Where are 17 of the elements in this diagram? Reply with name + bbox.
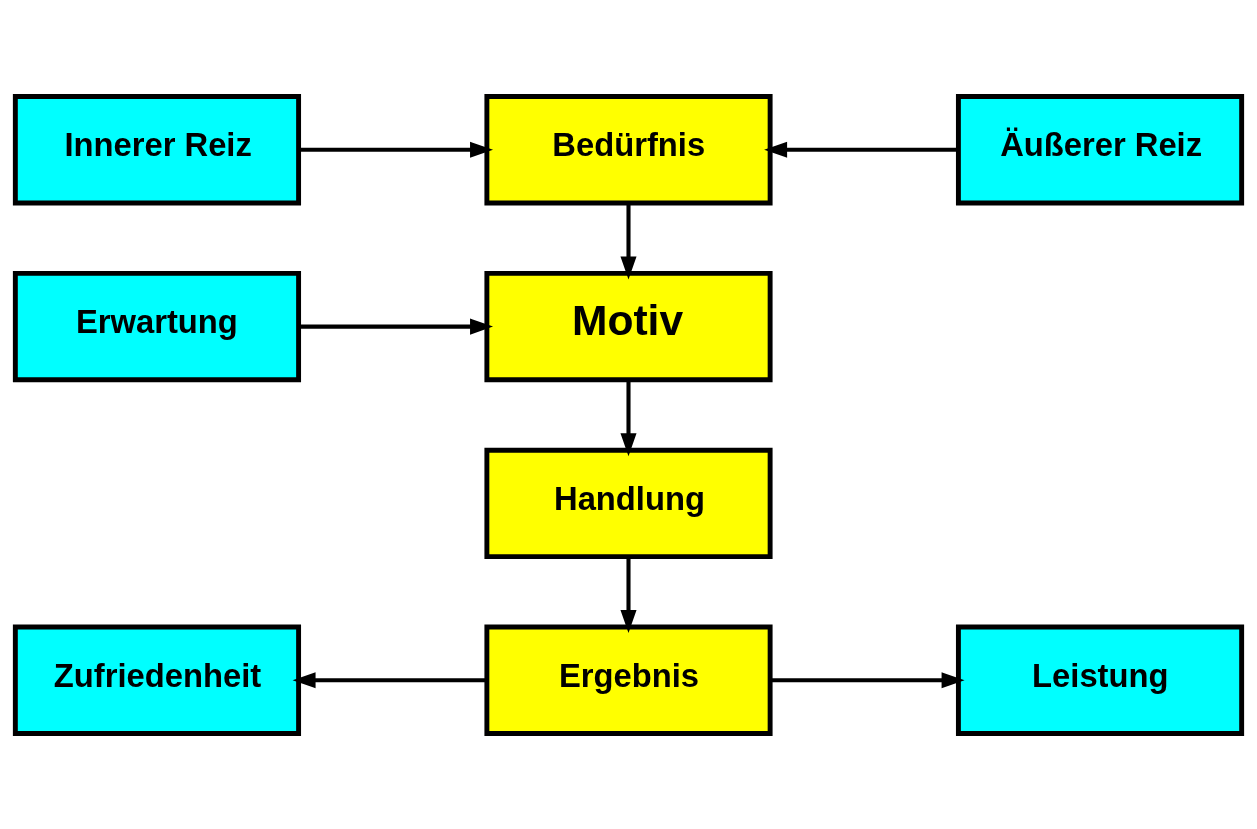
- node-box: Zufriedenheit: [12, 624, 302, 736]
- node-box: Ergebnis: [484, 624, 773, 736]
- arrow: [298, 141, 493, 158]
- node-box: Innerer Reiz: [12, 93, 302, 205]
- node-box: Bedürfnis: [484, 93, 773, 205]
- arrow: [620, 379, 637, 456]
- arrow: [298, 318, 494, 335]
- node-box: Erwartung: [12, 270, 302, 382]
- arrow: [620, 202, 637, 279]
- arrow: [764, 141, 959, 158]
- node-box: Äußerer Reiz: [955, 93, 1245, 205]
- arrow: [620, 556, 637, 633]
- node-box: Motiv: [484, 270, 773, 382]
- node-box: Handlung: [484, 447, 773, 559]
- node-box: Leistung: [955, 624, 1245, 736]
- arrow: [292, 671, 487, 688]
- arrow: [770, 671, 965, 688]
